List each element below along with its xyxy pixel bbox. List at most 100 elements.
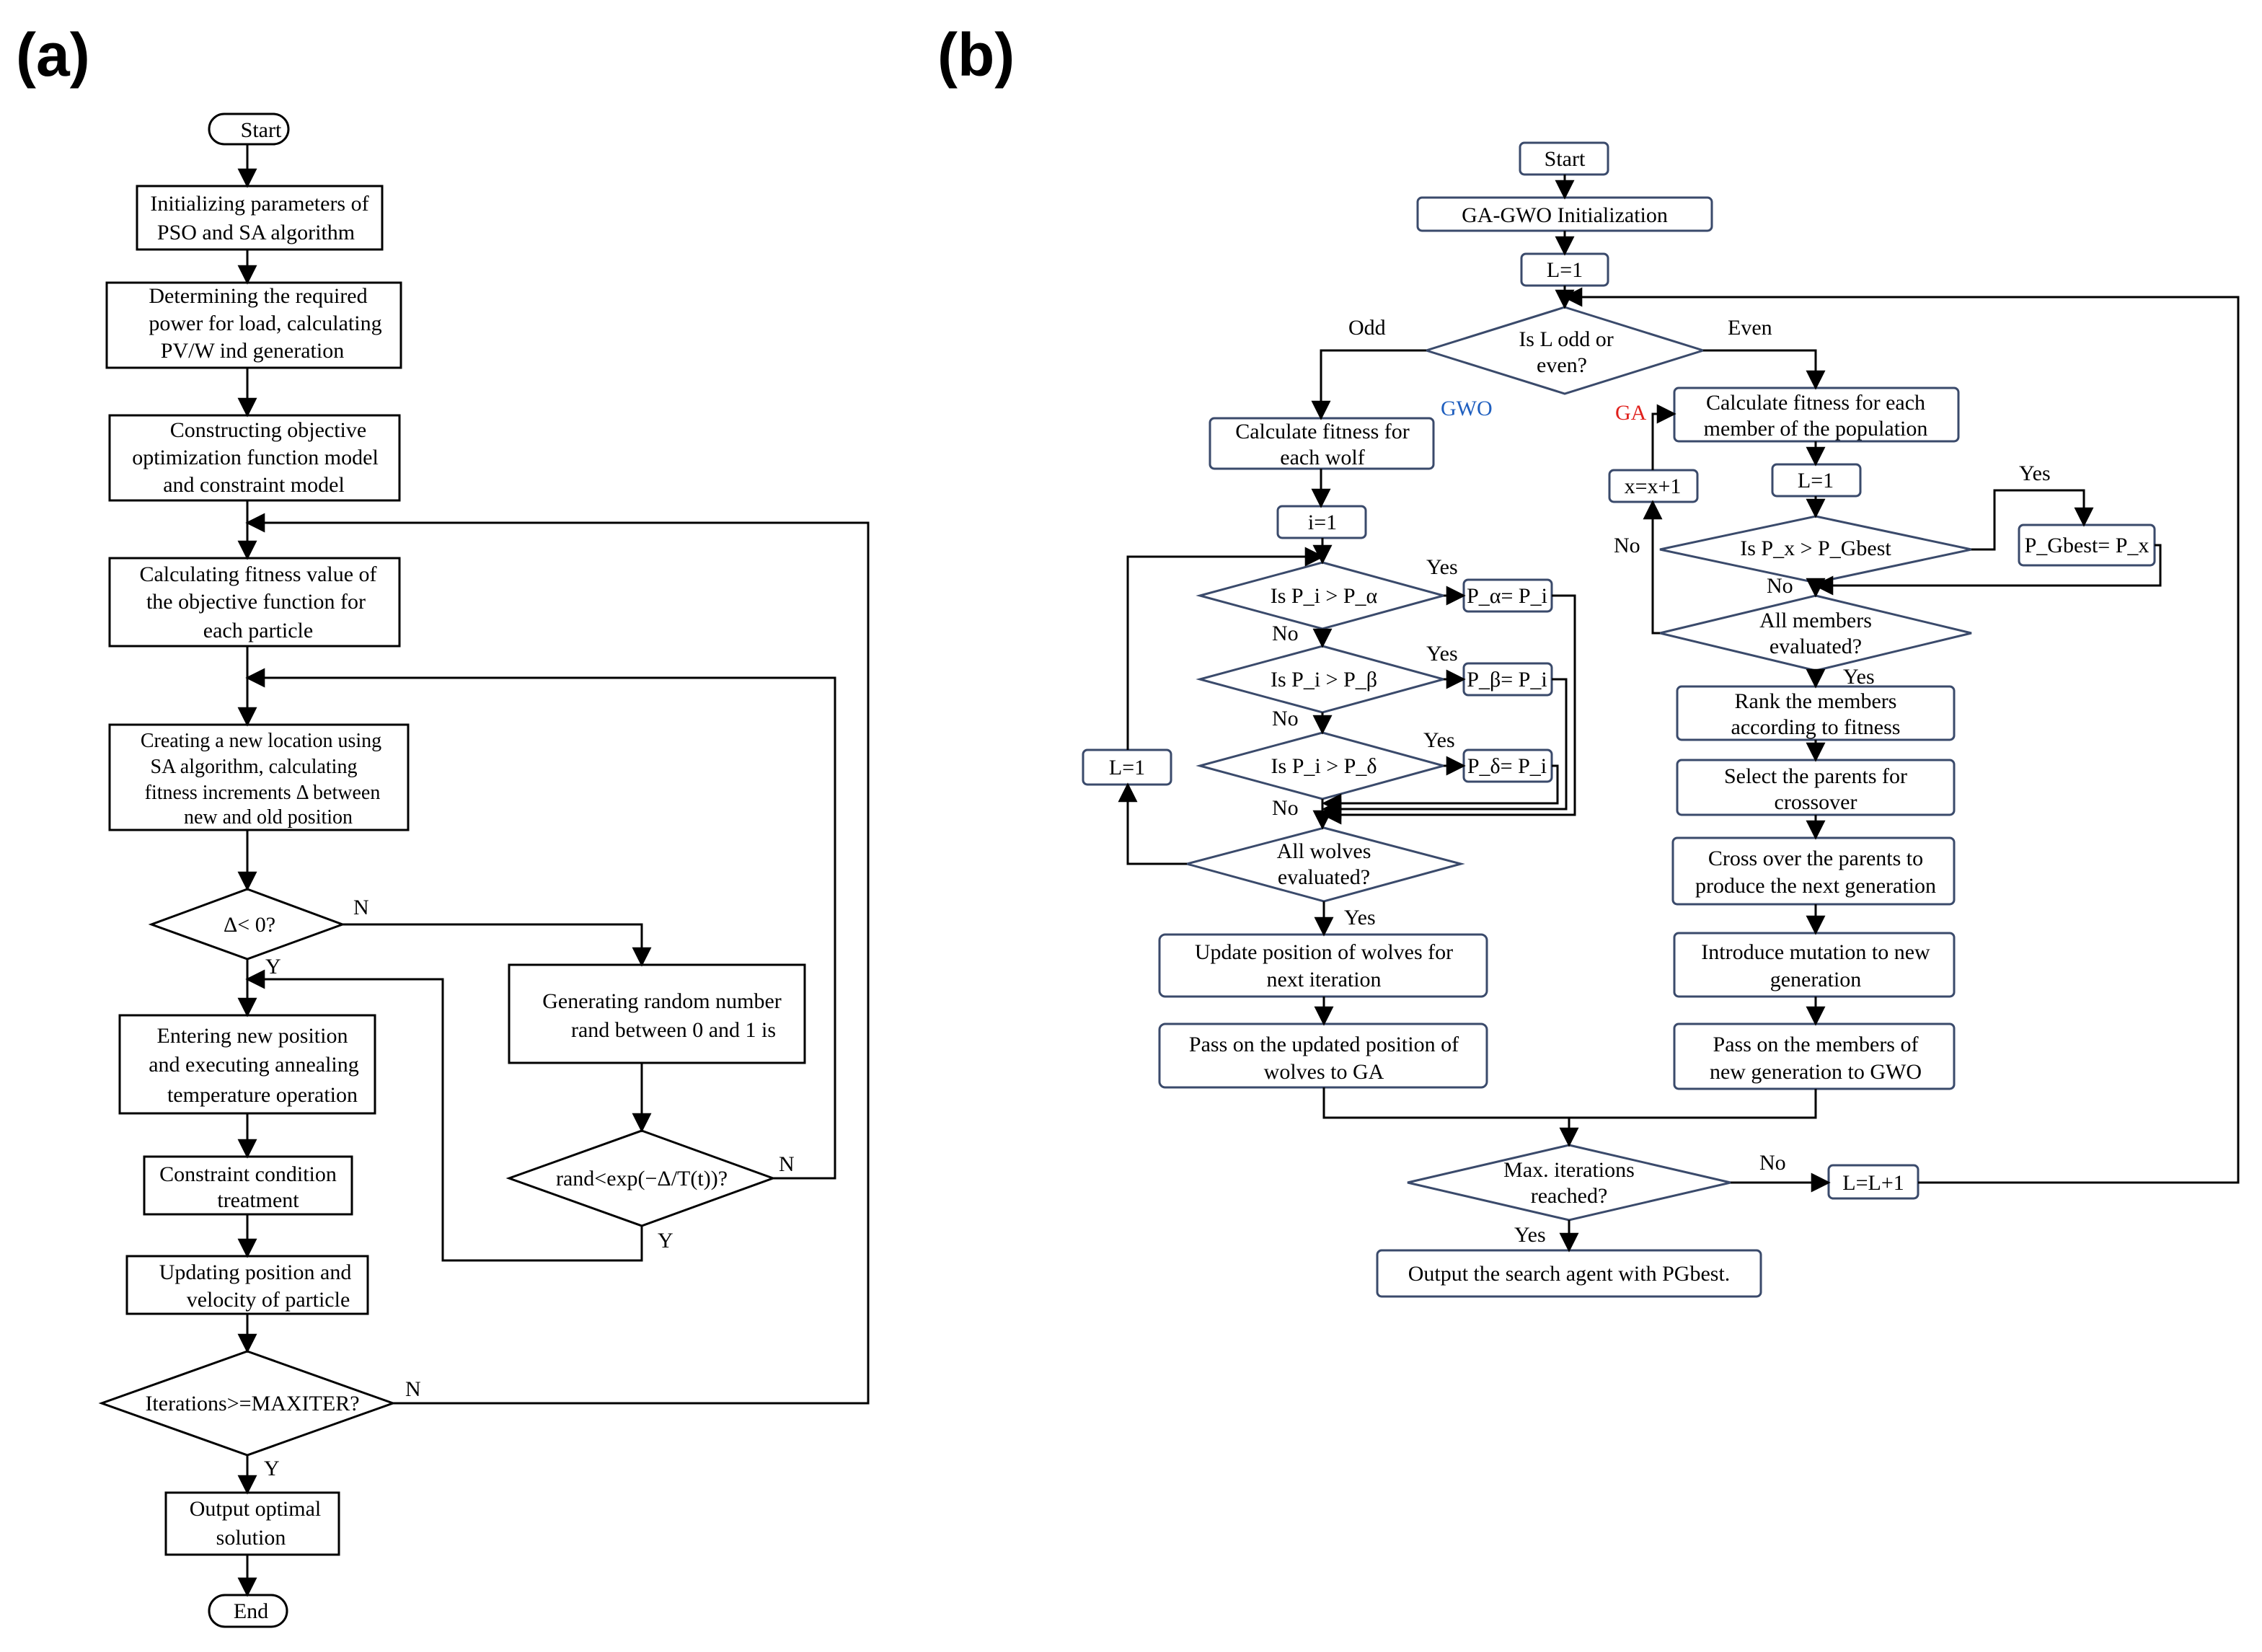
a-power-line1: Determining the required — [149, 284, 367, 308]
b-cmp-gbest-text: Is P_x > P_Gbest — [1740, 536, 1891, 560]
a-output-line2: solution — [216, 1526, 286, 1550]
a-random-line2: rand between 0 and 1 is — [571, 1018, 776, 1042]
a-end-text: End — [234, 1599, 268, 1623]
a-newloc-box — [108, 723, 410, 831]
a-connectors — [237, 144, 870, 1597]
b-update-wolves-line2: next iteration — [1266, 968, 1381, 991]
a-update-line1: Updating position and — [159, 1260, 352, 1284]
b-beta-yes-label: Yes — [1426, 642, 1458, 666]
a-random-line1: Generating random number — [542, 989, 782, 1013]
b-gwo-fit-line2: each wolf — [1280, 446, 1364, 469]
b-l1-loop-text: L=1 — [1109, 756, 1145, 779]
b-alpha-yes-label: Yes — [1426, 555, 1458, 579]
a-delta-text: Δ< 0? — [224, 913, 275, 937]
b-members-no-label: No — [1614, 534, 1640, 557]
a-model-line1: Constructing objective — [170, 418, 366, 442]
a-init-line1: Initializing parameters of — [150, 192, 368, 216]
a-power-line2: power for load, calculating — [149, 312, 381, 335]
a-fitness-line2: the objective function for — [146, 590, 366, 614]
a-fitness-line3: each particle — [203, 619, 313, 642]
b-odd-even-line2: even? — [1537, 353, 1587, 377]
b-odd-even-diamond — [1422, 306, 1707, 395]
b-i1-text: i=1 — [1308, 511, 1337, 534]
b-odd-label: Odd — [1348, 316, 1386, 340]
b-update-wolves-line1: Update position of wolves for — [1195, 940, 1453, 964]
b-pass-gwo-line1: Pass on the members of — [1713, 1033, 1919, 1056]
b-mutate-line2: generation — [1770, 968, 1862, 991]
b-select-line1: Select the parents for — [1724, 764, 1907, 788]
b-mutate-line1: Introduce mutation to new — [1701, 940, 1930, 964]
b-x-inc-text: x=x+1 — [1625, 474, 1682, 498]
b-members-yes-label: Yes — [1843, 665, 1875, 689]
b-max-iter-line2: reached? — [1531, 1184, 1608, 1208]
a-fitness-line1: Calculating fitness value of — [139, 562, 376, 586]
b-all-wolves-line1: All wolves — [1277, 839, 1371, 863]
b-wolves-yes-label: Yes — [1344, 906, 1376, 929]
b-set-gbest-text: P_Gbest= P_x — [2025, 534, 2150, 557]
a-start-text: Start — [241, 118, 282, 142]
a-enter-line1: Entering new position — [157, 1024, 348, 1048]
b-init-text: GA-GWO Initialization — [1462, 203, 1668, 227]
a-rand-no-label: N — [779, 1152, 795, 1176]
b-odd-even-line1: Is L odd or — [1519, 327, 1613, 351]
b-max-iter-diamond — [1407, 1144, 1731, 1222]
a-start-terminal — [208, 112, 290, 146]
b-set-alpha-text: P_α= P_i — [1467, 584, 1547, 608]
a-iter-text: Iterations>=MAXITER? — [145, 1392, 359, 1415]
b-ga-l1-text: L=1 — [1798, 469, 1834, 492]
b-max-iter-line1: Max. iterations — [1503, 1158, 1635, 1182]
b-max-yes-label: Yes — [1514, 1223, 1546, 1247]
b-rank-line1: Rank the members — [1735, 689, 1897, 713]
a-newloc-line3: fitness increments Δ between — [145, 782, 381, 804]
panel-a: (a) — [16, 21, 870, 1628]
a-newloc-line2: SA algorithm, calculating — [151, 756, 358, 778]
b-alpha-no-label: No — [1272, 622, 1299, 645]
a-constraint-line2: treatment — [217, 1188, 299, 1212]
a-random-box — [508, 963, 806, 1064]
a-rand-yes-label: Y — [658, 1229, 673, 1253]
b-all-wolves-line2: evaluated? — [1278, 865, 1370, 889]
a-delta-no-label: N — [353, 896, 369, 919]
panel-b-label: (b) — [937, 21, 1015, 89]
b-gwo-label: GWO — [1441, 397, 1493, 420]
a-iter-no-label: N — [405, 1377, 421, 1401]
b-gbest-yes-label: Yes — [2019, 461, 2051, 485]
a-init-line2: PSO and SA algorithm — [157, 221, 355, 244]
b-pass-gwo-line2: new generation to GWO — [1710, 1060, 1922, 1084]
b-start-text: Start — [1545, 147, 1586, 171]
b-cross-line2: produce the next generation — [1695, 874, 1936, 898]
b-cmp-delta-text: Is P_i > P_δ — [1271, 754, 1377, 778]
panel-a-label: (a) — [16, 21, 90, 89]
a-rand-cond-text: rand<exp(−Δ/T(t))? — [556, 1167, 728, 1191]
b-cmp-alpha-text: Is P_i > P_α — [1271, 584, 1378, 608]
a-delta-yes-label: Y — [265, 955, 281, 979]
a-power-line3: PV/W ind generation — [161, 339, 344, 363]
b-set-delta-text: P_δ= P_i — [1467, 754, 1547, 778]
a-iter-yes-label: Y — [264, 1457, 280, 1480]
b-select-line2: crossover — [1775, 790, 1857, 814]
b-delta-no-label: No — [1272, 796, 1299, 820]
b-even-label: Even — [1728, 316, 1772, 340]
a-model-line2: optimization function model — [132, 446, 379, 469]
a-update-line2: velocity of particle — [187, 1288, 350, 1312]
b-all-members-diamond — [1659, 594, 1972, 672]
b-all-members-line1: All members — [1759, 609, 1872, 632]
a-enter-line2: and executing annealing — [149, 1053, 359, 1077]
a-newloc-line1: Creating a new location using — [141, 730, 381, 752]
a-constraint-line1: Constraint condition — [159, 1162, 337, 1186]
b-set-beta-text: P_β= P_i — [1467, 668, 1547, 692]
b-beta-no-label: No — [1272, 707, 1299, 730]
b-max-no-label: No — [1759, 1151, 1786, 1175]
a-enter-line3: temperature operation — [167, 1083, 358, 1107]
a-output-line1: Output optimal — [190, 1497, 322, 1521]
b-all-members-line2: evaluated? — [1770, 635, 1862, 658]
a-init-box — [136, 185, 384, 251]
b-delta-yes-label: Yes — [1423, 728, 1455, 752]
b-cmp-beta-text: Is P_i > P_β — [1271, 668, 1377, 692]
b-pass-ga-line2: wolves to GA — [1264, 1060, 1384, 1084]
b-ga-fit-line2: member of the population — [1704, 417, 1928, 441]
b-ga-fit-line1: Calculate fitness for each — [1706, 391, 1925, 415]
b-l1-text: L=1 — [1547, 258, 1583, 282]
b-l-inc-text: L=L+1 — [1842, 1171, 1904, 1195]
